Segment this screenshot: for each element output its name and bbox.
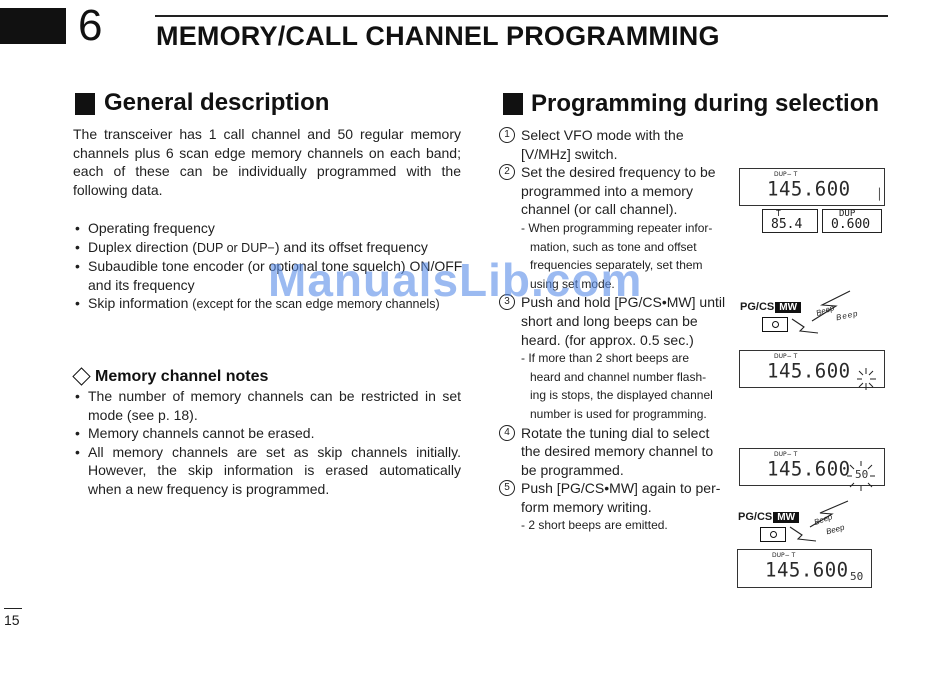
memory-notes-list: The number of memory channels can be res… bbox=[75, 387, 461, 499]
list-item: Duplex direction (DUP or DUP−) and its o… bbox=[75, 238, 463, 258]
channel-number: 50 bbox=[855, 468, 869, 481]
tone-value: 85.4 bbox=[771, 217, 803, 232]
flashing-indicator-icon bbox=[857, 368, 876, 390]
chapter-title: MEMORY/CALL CHANNEL PROGRAMMING bbox=[156, 21, 720, 51]
frequency-readout: 145.600 bbox=[765, 558, 849, 582]
programming-steps: 1 Select VFO mode with the [V/MHz] switc… bbox=[499, 126, 735, 535]
dup-indicator: DUP− T bbox=[774, 353, 798, 360]
dup-indicator: DUP− T bbox=[774, 171, 798, 178]
frequency-readout: 145.600 bbox=[767, 177, 851, 201]
page-number-rule bbox=[4, 608, 22, 609]
step-number: 3 bbox=[499, 294, 515, 311]
lcd-display-frequency: DUP− T 145.600 │ bbox=[739, 168, 885, 206]
step-number: 1 bbox=[499, 127, 515, 143]
frequency-readout: 145.600 bbox=[767, 359, 851, 383]
step-number: 5 bbox=[499, 480, 515, 497]
frequency-readout: 145.600 bbox=[767, 457, 851, 481]
beep-lightning-icon bbox=[791, 290, 851, 334]
list-item: Operating frequency bbox=[75, 219, 463, 238]
lcd-display-written: DUP− T 145.600 50 bbox=[737, 549, 872, 588]
step-note: - When programming repeater infor- matio… bbox=[521, 220, 713, 291]
list-item: All memory channels are set as skip chan… bbox=[75, 443, 461, 499]
step-note: - 2 short beeps are emitted. bbox=[521, 518, 668, 533]
step-5: 5 Push [PG/CS•MW] again to per- form mem… bbox=[499, 479, 735, 535]
step-2: 2 Set the desired frequency to be progra… bbox=[499, 163, 735, 293]
general-intro: The transceiver has 1 call channel and 5… bbox=[73, 125, 461, 199]
intro-line: following data. bbox=[73, 181, 163, 198]
header-rule bbox=[155, 15, 888, 17]
chapter-marker-block bbox=[0, 8, 66, 44]
programming-heading: Programming during selection bbox=[531, 90, 880, 117]
data-bullet-list: Operating frequency Duplex direction (DU… bbox=[75, 219, 463, 314]
watermark: ManualsLib.com bbox=[268, 254, 643, 306]
pg-cs-key bbox=[762, 317, 788, 332]
channel-number: 50 bbox=[850, 570, 864, 583]
tone-display: T 85.4 bbox=[762, 209, 818, 233]
offset-value: 0.600 bbox=[831, 217, 871, 232]
lcd-display-channel-select: DUP− T 145.600 50 bbox=[739, 448, 885, 486]
beep-lightning-icon bbox=[789, 500, 849, 542]
memory-notes-heading: Memory channel notes bbox=[72, 367, 268, 387]
flashing-channel-icon bbox=[847, 461, 875, 491]
step-number: 2 bbox=[499, 164, 515, 181]
list-item: Subaudible tone encoder (or optional ton… bbox=[75, 257, 463, 294]
cursor-mark: │ bbox=[876, 188, 883, 201]
intro-line: The transceiver has 1 call channel and 5… bbox=[73, 126, 461, 142]
chapter-number: 6 bbox=[78, 1, 103, 50]
intro-line: channels plus 6 scan edge memory channel… bbox=[73, 144, 461, 161]
section-square-icon bbox=[503, 93, 523, 115]
pg-cs-key bbox=[760, 527, 786, 542]
intro-line: each of these can be individually progra… bbox=[73, 163, 461, 180]
step-3: 3 Push and hold [PG/CS•MW] until short a… bbox=[499, 293, 735, 423]
step-4: 4 Rotate the tuning dial to select the d… bbox=[499, 424, 735, 480]
general-heading: General description bbox=[104, 89, 330, 116]
step-note: - If more than 2 short beeps are heard a… bbox=[521, 351, 713, 421]
list-item: Memory channels cannot be erased. bbox=[75, 424, 461, 443]
lcd-display-flashing: DUP− T 145.600 bbox=[739, 350, 885, 388]
offset-display: DUP 0.600 bbox=[822, 209, 882, 233]
diamond-icon bbox=[72, 367, 91, 386]
section-square-icon bbox=[75, 93, 95, 115]
dup-indicator: DUP− T bbox=[774, 451, 798, 458]
page-number: 15 bbox=[4, 612, 20, 628]
list-item: Skip information (except for the scan ed… bbox=[75, 294, 463, 314]
step-number: 4 bbox=[499, 424, 515, 441]
step-1: 1 Select VFO mode with the [V/MHz] switc… bbox=[499, 126, 735, 163]
list-item: The number of memory channels can be res… bbox=[75, 387, 461, 424]
dup-indicator: DUP− T bbox=[772, 552, 796, 559]
